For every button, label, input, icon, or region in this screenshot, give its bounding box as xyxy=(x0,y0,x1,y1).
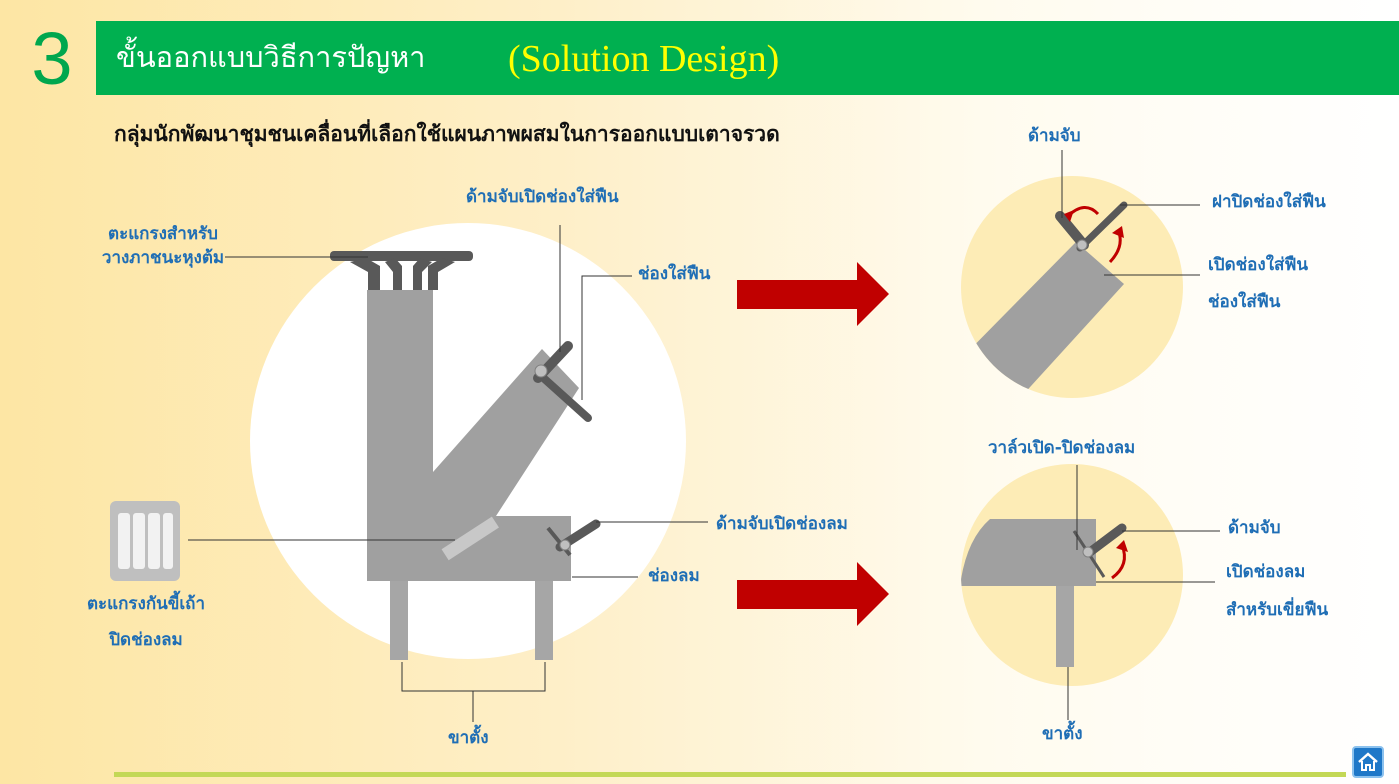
air-hinge xyxy=(559,539,571,551)
label-detail-top-handle: ด้ามจับ xyxy=(1028,126,1081,146)
step-number: 3 xyxy=(31,17,73,100)
label-air-handle: ด้ามจับเปิดช่องลม xyxy=(716,514,848,534)
detail-bottom-handle xyxy=(1085,523,1127,557)
page-title: ขั้นออกแบบวิธีการปัญหา xyxy=(116,40,426,74)
stove-leg-left xyxy=(390,580,408,660)
detail-top-lid xyxy=(1076,201,1128,252)
footer-divider xyxy=(114,772,1346,777)
leader-fuel-opening xyxy=(581,275,632,400)
label-ash-grate: ตะแกรงกันขี้เถ้า ปิดช่องลม xyxy=(66,592,226,652)
label-pot-grate-line1: ตะแกรงสำหรับ xyxy=(108,224,218,244)
detail-bottom-chamber xyxy=(961,519,1096,586)
label-fuel-handle: ด้ามจับเปิดช่องใส่ฟืน xyxy=(466,187,619,207)
label-detail-top-lid: ฝาปิดช่องใส่ฟืน xyxy=(1212,192,1326,212)
label-detail-bottom-legs: ขาตั้ง xyxy=(1042,724,1083,744)
detail-bottom-leg xyxy=(1056,586,1074,667)
leader-legs-bracket xyxy=(401,662,546,692)
label-pot-grate: ตะแกรงสำหรับ วางภาชนะหุงต้ม xyxy=(78,222,248,270)
ash-grate-inner xyxy=(441,516,499,561)
label-detail-top-open-line1: เปิดช่องใส่ฟืน xyxy=(1208,255,1309,275)
label-air-vent: ช่องลม xyxy=(648,566,700,586)
label-fuel-opening: ช่องใส่ฟืน xyxy=(638,264,711,284)
pot-grate-prong xyxy=(350,258,380,290)
home-button[interactable] xyxy=(1352,746,1384,778)
label-detail-bottom-open-line1: เปิดช่องลม xyxy=(1226,562,1306,582)
stove-leg-right xyxy=(535,580,553,660)
label-detail-top-open-line2: ช่องใส่ฟืน xyxy=(1208,292,1281,312)
label-detail-bottom-handle: ด้ามจับ xyxy=(1228,518,1281,538)
air-valve xyxy=(546,526,572,557)
label-pot-grate-line2: วางภาชนะหุงต้ม xyxy=(101,248,225,268)
title-bar: ขั้นออกแบบวิธีการปัญหา (Solution Design) xyxy=(96,21,1399,95)
label-ash-grate-line2: ปิดช่องลม xyxy=(109,630,183,650)
arrow-right-icon xyxy=(737,562,889,626)
pot-grate-prong xyxy=(385,258,402,290)
pot-grate-prong xyxy=(413,258,432,290)
subtitle: กลุ่มนักพัฒนาชุมชนเคลื่อนที่เลือกใช้แผนภ… xyxy=(114,122,780,146)
fuel-lid xyxy=(535,370,592,422)
page-title-english: (Solution Design) xyxy=(508,38,780,80)
pot-grate-prong xyxy=(428,258,455,290)
stove-body xyxy=(367,290,579,581)
label-legs: ขาตั้ง xyxy=(448,728,489,748)
pot-grate-top xyxy=(330,251,473,261)
label-detail-bottom-valve: วาล์วเปิด-ปิดช่องลม xyxy=(988,438,1136,458)
home-icon xyxy=(1358,752,1378,771)
label-detail-bottom-open-line2: สำหรับเขี่ยฟืน xyxy=(1226,600,1329,620)
arrow-right-icon xyxy=(737,262,889,326)
fuel-hinge xyxy=(534,364,548,378)
label-ash-grate-line1: ตะแกรงกันขี้เถ้า xyxy=(86,594,206,614)
